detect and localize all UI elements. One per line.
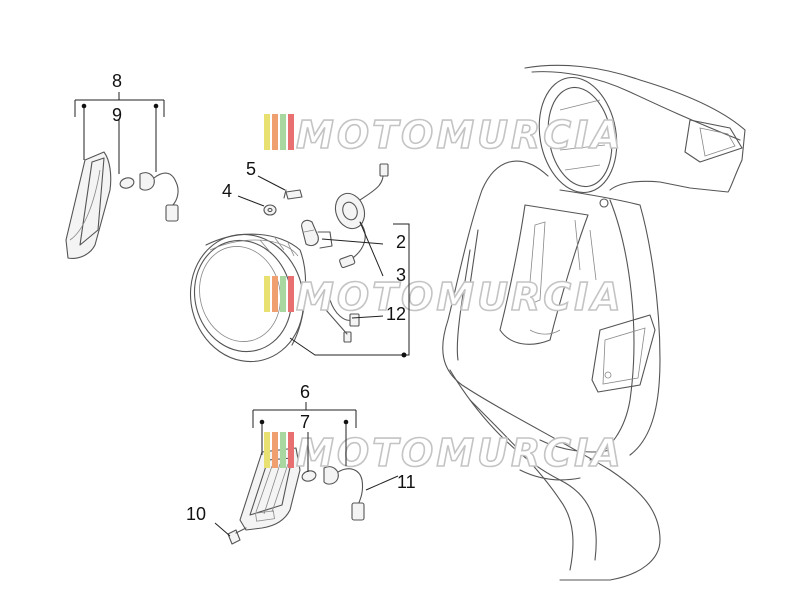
callouts: 8 9 5 4 2 3 12 6 7 11 10 1 xyxy=(112,71,416,524)
right-turn-signal-bulb xyxy=(301,466,365,521)
callout-6: 6 xyxy=(300,382,310,402)
bulb-holder-wiring xyxy=(325,163,389,343)
callout-7: 7 xyxy=(300,412,310,432)
leader-lines xyxy=(74,92,410,537)
watermark-text: MOTOMURCIA xyxy=(296,275,624,319)
watermark-row-1: MOTOMURCIA xyxy=(264,112,624,158)
leader-dots xyxy=(81,103,407,425)
scooter-front-shield xyxy=(442,64,746,581)
watermark-text: MOTOMURCIA xyxy=(296,431,624,475)
watermark-row-2: MOTOMURCIA xyxy=(264,274,624,320)
callout-12: 12 xyxy=(386,304,406,324)
watermark-stripe-red xyxy=(288,276,294,312)
watermark-stripe-green xyxy=(280,114,286,150)
callout-5: 5 xyxy=(246,159,256,179)
watermark-stripe-yellow xyxy=(264,276,270,312)
watermark-row-3: MOTOMURCIA xyxy=(264,430,624,476)
callout-11: 11 xyxy=(397,472,416,492)
watermark-stripe-orange xyxy=(272,114,278,150)
headlight-bulb xyxy=(301,219,333,249)
signal-screw xyxy=(227,527,247,545)
watermark-stripe-yellow xyxy=(264,114,270,150)
watermark-stripe-red xyxy=(288,432,294,468)
left-turn-signal-bulb xyxy=(119,172,179,222)
callout-3: 3 xyxy=(396,265,406,285)
watermark-stripe-green xyxy=(280,276,286,312)
callout-10: 10 xyxy=(186,504,206,524)
callout-9: 9 xyxy=(112,105,122,125)
callout-8: 8 xyxy=(112,71,122,91)
watermark-stripe-orange xyxy=(272,276,278,312)
callout-4: 4 xyxy=(222,181,232,201)
watermark-stripe-orange xyxy=(272,432,278,468)
watermark-stripe-yellow xyxy=(264,432,270,468)
watermark-stripe-red xyxy=(288,114,294,150)
watermark-stripe-green xyxy=(280,432,286,468)
screw xyxy=(283,189,303,200)
left-turn-signal-lens xyxy=(65,151,112,259)
washer xyxy=(263,204,277,216)
callout-2: 2 xyxy=(396,232,406,252)
watermark-text: MOTOMURCIA xyxy=(296,113,624,157)
